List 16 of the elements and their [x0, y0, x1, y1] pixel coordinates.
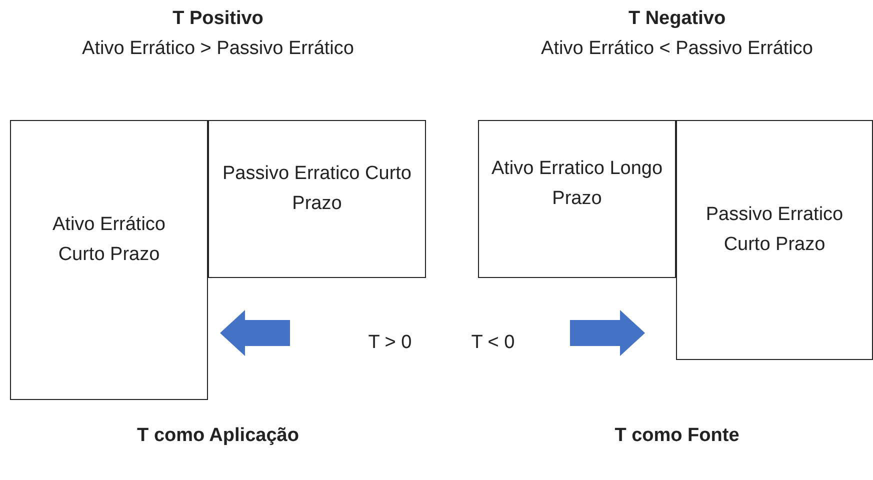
box-label: Passivo Erratico Curto Prazo [704, 203, 844, 257]
subtitle: Ativo Errático > Passivo Errático [82, 38, 354, 60]
heading: T Positivo [172, 8, 264, 30]
balance-box [478, 120, 676, 278]
heading: T como Aplicação [137, 425, 299, 447]
box-label: Ativo Erratico Longo Prazo [491, 157, 663, 211]
balance-box [10, 120, 208, 400]
balance-box [676, 120, 873, 360]
box-label: Ativo Errático Curto Prazo [52, 213, 166, 267]
balance-box [208, 120, 426, 278]
sign-label: T > 0 [368, 332, 412, 354]
heading: T como Fonte [614, 425, 740, 447]
subtitle: Ativo Errático < Passivo Errático [541, 38, 813, 60]
sign-label: T < 0 [471, 332, 515, 354]
box-label: Passivo Erratico Curto Prazo [221, 162, 412, 216]
heading: T Negativo [628, 8, 726, 30]
